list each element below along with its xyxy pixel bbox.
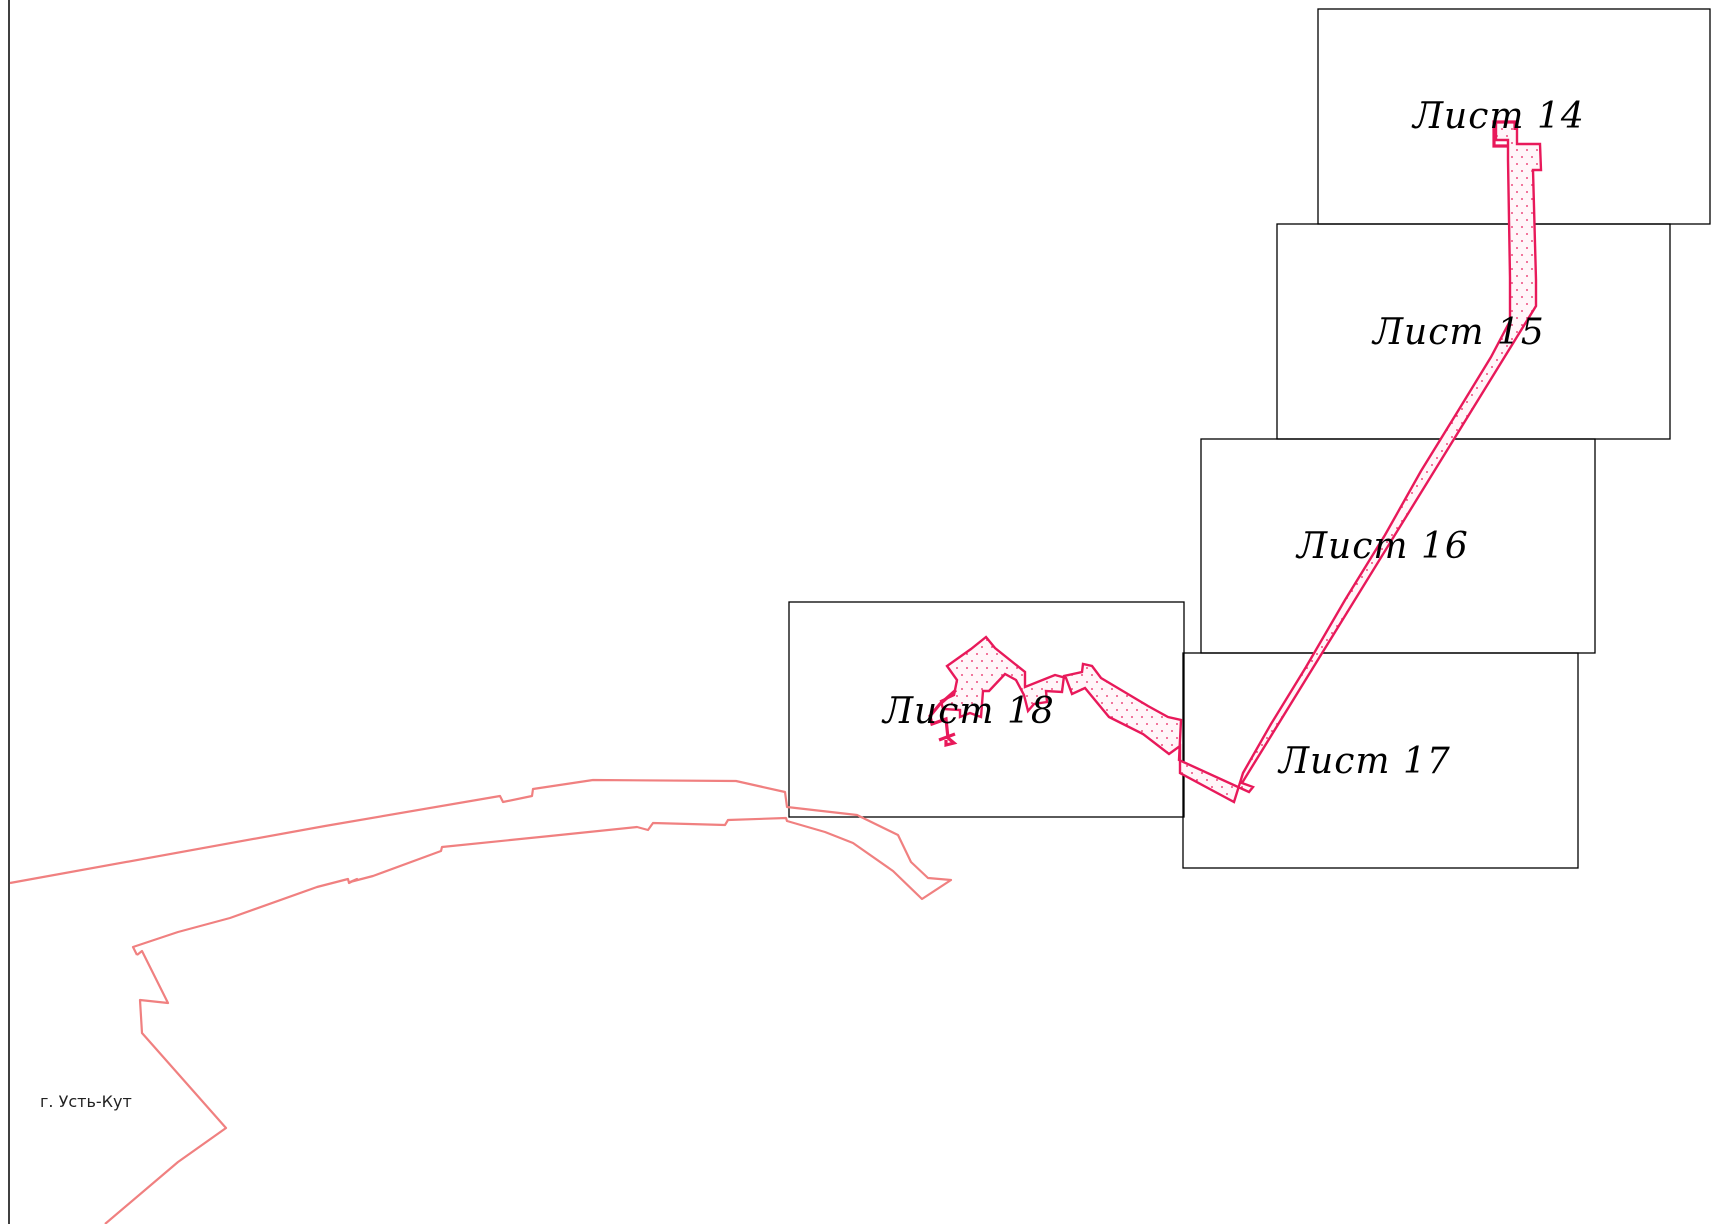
sheet-17-frame bbox=[1182, 652, 1579, 869]
city-boundary-west bbox=[104, 949, 228, 1224]
sheet-16-label: Лист 16 bbox=[1295, 526, 1469, 567]
sheet-17-label: Лист 17 bbox=[1277, 741, 1451, 782]
sheet-15-label: Лист 15 bbox=[1371, 312, 1545, 353]
pipeline-corridor-hook bbox=[928, 120, 1517, 748]
sheet-14-label: Лист 14 bbox=[1411, 96, 1585, 137]
city-boundary-outer bbox=[9, 778, 953, 956]
sheet-18-label: Лист 18 bbox=[881, 691, 1055, 732]
city-label: г. Усть-Кут bbox=[40, 1092, 132, 1111]
pipeline-corridor-main bbox=[939, 120, 1543, 804]
sheet-18-frame bbox=[788, 601, 1185, 818]
